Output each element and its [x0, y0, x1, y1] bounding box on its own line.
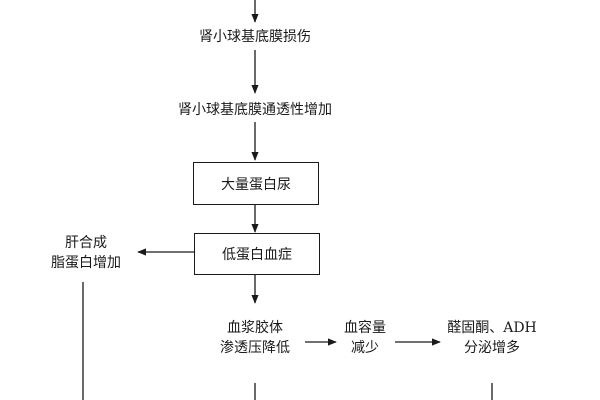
node-blood-volume-line2: 减少 — [351, 340, 379, 356]
node-massive-proteinuria: 大量蛋白尿 — [193, 162, 319, 205]
node-colloid-pressure-line1: 血浆胶体 — [227, 320, 283, 336]
node-colloid-pressure-line2: 渗透压降低 — [220, 340, 290, 356]
node-gbm-damage: 肾小球基底膜损伤 — [199, 29, 311, 45]
node-hypoproteinemia-label: 低蛋白血症 — [222, 247, 292, 263]
node-liver-synthesis-line2: 脂蛋白增加 — [51, 255, 121, 271]
node-aldosterone-adh-line2: 分泌增多 — [463, 340, 520, 356]
node-blood-volume: 血容量 减少 — [344, 318, 386, 358]
node-liver-synthesis-line1: 肝合成 — [65, 235, 107, 251]
node-massive-proteinuria-label: 大量蛋白尿 — [221, 176, 291, 193]
node-blood-volume-line1: 血容量 — [344, 320, 386, 336]
node-liver-synthesis: 肝合成 脂蛋白增加 — [51, 233, 121, 273]
node-gbm-permeability: 肾小球基底膜通透性增加 — [178, 102, 332, 118]
node-aldosterone-adh: 醛固酮、ADH 分泌增多 — [447, 318, 537, 358]
node-hypoproteinemia: 低蛋白血症 — [194, 233, 320, 275]
node-colloid-pressure: 血浆胶体 渗透压降低 — [220, 318, 290, 358]
node-aldosterone-adh-line1: 醛固酮、ADH — [447, 320, 537, 336]
